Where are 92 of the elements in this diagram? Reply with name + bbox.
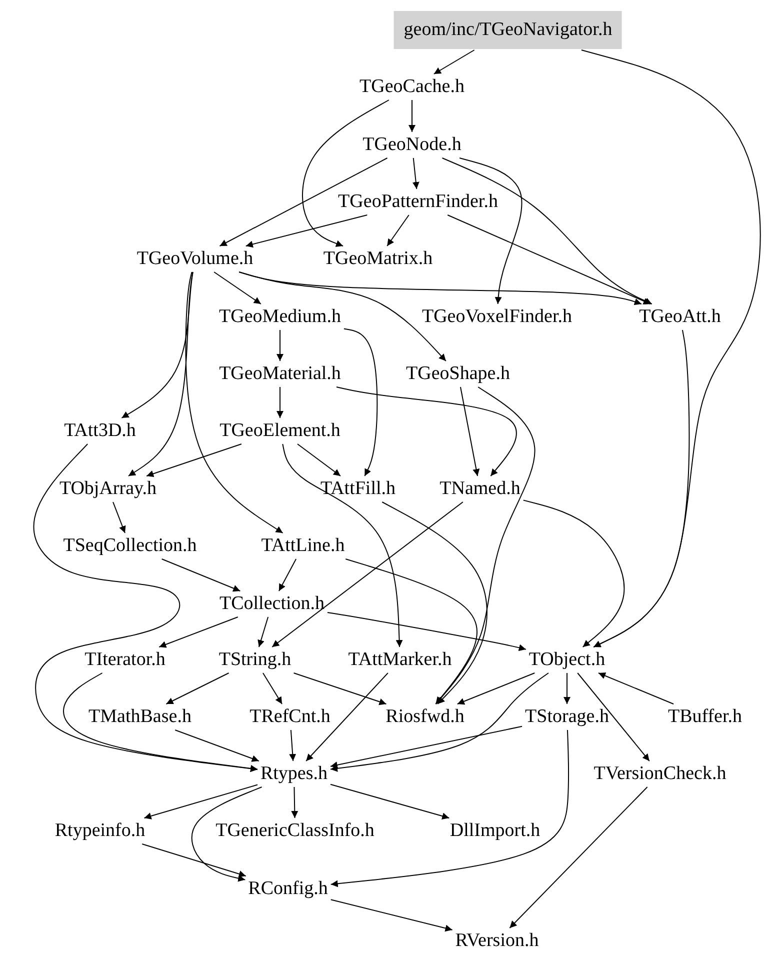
arrow xyxy=(408,100,416,132)
arrow xyxy=(522,500,625,648)
arrow xyxy=(330,899,453,932)
arrow xyxy=(174,730,260,762)
file-label: TSeqCollection.h xyxy=(61,534,199,558)
arrow xyxy=(112,502,126,534)
arrow xyxy=(276,386,284,418)
file-label: TGenericClassInfo.h xyxy=(214,819,376,843)
file-label: TMathBase.h xyxy=(86,705,194,729)
arrow xyxy=(345,558,478,704)
file-label: TCollection.h xyxy=(218,592,326,616)
file-label: RVersion.h xyxy=(453,929,541,953)
arrow xyxy=(343,328,378,476)
arrow xyxy=(456,672,536,705)
file-label: TString.h xyxy=(216,648,294,672)
file-label: TGeoNode.h xyxy=(360,133,464,157)
file-label: TGeoMaterial.h xyxy=(217,362,343,386)
arrow xyxy=(245,214,368,248)
file-label: TObjArray.h xyxy=(57,477,159,501)
file-label: TGeoMedium.h xyxy=(217,305,343,329)
file-label: TBuffer.h xyxy=(666,705,744,729)
arrow xyxy=(121,272,194,418)
file-label: TGeoElement.h xyxy=(218,419,342,443)
file-label: TObject.h xyxy=(526,648,608,672)
arrow xyxy=(276,330,284,362)
arrow xyxy=(435,386,536,704)
file-label: TGeoVolume.h xyxy=(134,247,256,271)
arrow xyxy=(433,50,475,74)
arrow xyxy=(509,786,648,928)
file-label: TAttLine.h xyxy=(259,534,347,558)
file-label: TGeoPatternFinder.h xyxy=(336,190,500,214)
arrow xyxy=(146,444,242,478)
arrow xyxy=(158,616,238,648)
file-label: Rtypes.h xyxy=(258,762,330,786)
arrow xyxy=(238,272,642,306)
arrow xyxy=(386,214,410,246)
arrow xyxy=(593,330,690,648)
arrow xyxy=(293,672,387,706)
file-label: TGeoCache.h xyxy=(358,75,466,99)
file-label: TStorage.h xyxy=(523,705,611,729)
arrow xyxy=(191,786,262,882)
arrow xyxy=(459,158,522,304)
arrow xyxy=(63,672,258,772)
arrow xyxy=(598,672,674,704)
arrow xyxy=(272,502,464,648)
file-label: TRefCnt.h xyxy=(248,705,332,729)
arrow xyxy=(330,726,523,768)
file-label: TAttFill.h xyxy=(318,477,398,501)
arrow xyxy=(330,784,450,820)
arrow xyxy=(291,786,298,818)
arrow xyxy=(336,386,517,476)
highlighted-file-box: geom/inc/TGeoNavigator.h xyxy=(394,11,622,49)
arrow xyxy=(330,672,549,772)
file-label: DllImport.h xyxy=(448,819,542,843)
file-label: Riosfwd.h xyxy=(384,705,466,729)
arrow xyxy=(447,214,651,304)
file-label: TGeoAtt.h xyxy=(637,305,723,329)
arrow xyxy=(128,272,194,476)
file-label: RConfig.h xyxy=(246,877,330,901)
file-label: TGeoVoxelFinder.h xyxy=(420,305,574,329)
arrow xyxy=(289,730,296,762)
arrow xyxy=(460,386,480,476)
arrow xyxy=(296,444,342,476)
file-label: TGeoMatrix.h xyxy=(321,247,435,271)
arrow xyxy=(577,672,650,762)
arrow xyxy=(219,158,388,246)
file-label: TNamed.h xyxy=(438,477,522,501)
arrow xyxy=(382,502,488,704)
arrow xyxy=(33,444,258,772)
arrow xyxy=(302,100,390,247)
arrow xyxy=(564,672,570,704)
arrow xyxy=(330,730,570,888)
arrow xyxy=(185,272,284,534)
arrow xyxy=(161,558,241,592)
file-label: Rtypeinfo.h xyxy=(52,819,148,843)
arrow xyxy=(258,616,269,648)
file-label: TAtt3D.h xyxy=(62,419,138,443)
file-label: TAttMarker.h xyxy=(346,648,454,672)
arrow xyxy=(442,158,652,304)
arrow xyxy=(262,672,283,704)
arrow xyxy=(327,612,526,652)
arrow xyxy=(278,558,297,592)
file-label: TIterator.h xyxy=(82,648,168,672)
arrow xyxy=(282,444,403,648)
file-label: TVersionCheck.h xyxy=(592,762,728,786)
arrow xyxy=(412,158,420,190)
arrow xyxy=(144,784,258,820)
arrow xyxy=(306,672,388,762)
arrow xyxy=(214,272,262,304)
arrow xyxy=(142,844,246,878)
file-label: TGeoShape.h xyxy=(404,362,512,386)
arrow xyxy=(166,672,230,704)
